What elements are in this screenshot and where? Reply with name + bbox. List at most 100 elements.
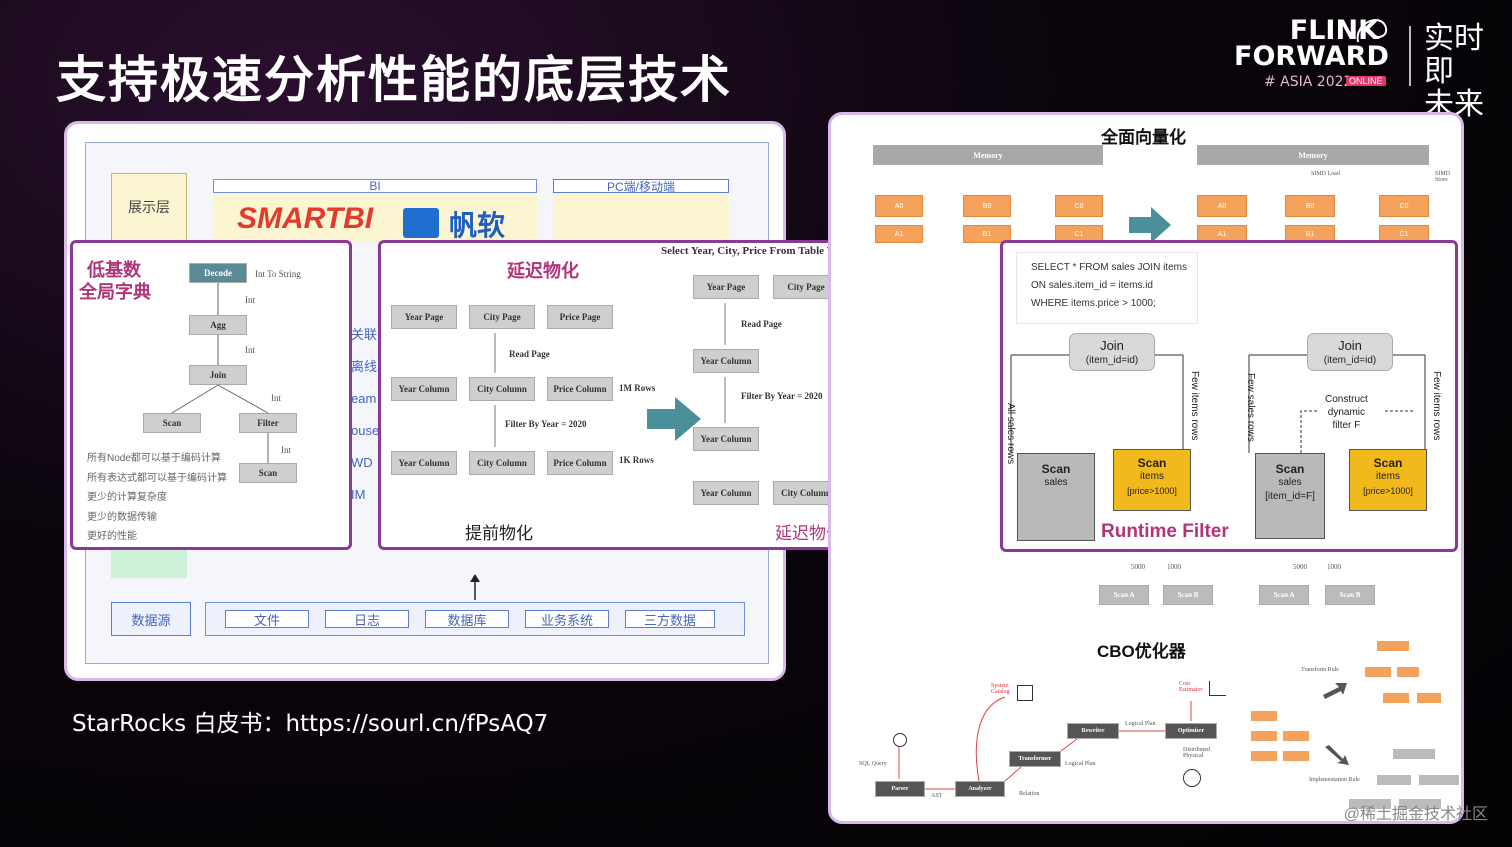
late-filter: Filter By Year = 2020: [741, 391, 823, 401]
datasource-label: 数据源: [111, 602, 191, 636]
join-label: Join: [1100, 338, 1124, 353]
cbo-optimizer: Optimizer: [1165, 723, 1217, 739]
sql-line: ON sales.item_id = items.id: [1031, 280, 1153, 291]
scan-items-right: Scan items [price>1000]: [1349, 449, 1427, 511]
scan-items: items: [1140, 471, 1164, 482]
early-year-col-2: Year Column: [391, 451, 457, 475]
up-arrow: [470, 574, 480, 600]
few-items-rows-right: Few items rows: [1431, 371, 1442, 441]
dict-bullet: 所有Node都可以基于编码计算: [87, 453, 221, 464]
early-price-col: Price Column: [547, 377, 613, 401]
price-cond: [price>1000]: [1363, 486, 1413, 496]
source-log: 日志: [325, 610, 409, 628]
filter-f-line: filter F: [1332, 420, 1361, 431]
logo-wordmark: FLINK FORWARD: [1234, 17, 1389, 72]
vector-arrow: [1129, 207, 1171, 243]
source-business: 业务系统: [525, 610, 609, 628]
sql-box: SELECT * FROM sales JOIN items ON sales.…: [1017, 253, 1197, 323]
scan-sales-left: Scan sales: [1017, 453, 1095, 541]
few-sales-rows: Few sales rows: [1245, 373, 1256, 442]
scan-items-left: Scan items [price>1000]: [1113, 449, 1191, 511]
scan-a-left: Scan A: [1099, 585, 1149, 605]
node-agg: Agg: [189, 315, 247, 335]
early-year-page: Year Page: [391, 305, 457, 329]
node-filter: Filter: [239, 413, 297, 433]
bi-header: BI: [213, 179, 537, 193]
display-layer-label: 展示层: [111, 173, 187, 241]
pc-mobile-area: [553, 194, 729, 242]
cbo-logical-plan-2: Logical Plan: [1125, 721, 1156, 727]
scan-label: Scan: [1373, 456, 1403, 470]
dict-bullet: 所有表达式都可以基于编码计算: [87, 472, 227, 484]
count-5000-a: 5000: [1131, 563, 1145, 571]
dict-bullets: 所有Node都可以基于编码计算 所有表达式都可以基于编码计算 更少的计算复杂度 …: [87, 449, 227, 547]
node-join: Join: [189, 365, 247, 385]
bi-logos-area: [213, 194, 537, 242]
early-rows-1m: 1M Rows: [619, 383, 656, 393]
cbo-flow: [898, 641, 1459, 809]
early-price-page: Price Page: [547, 305, 613, 329]
fanruan-logo: 帆软: [449, 210, 506, 241]
construct-line: Construct: [1325, 394, 1368, 405]
join-cond: (item_id=id): [1323, 355, 1377, 366]
cell-a0-left: A0: [875, 195, 923, 217]
side-label: ouse: [351, 423, 380, 438]
early-city-page: City Page: [469, 305, 535, 329]
footer-link-text: StarRocks 白皮书：https://sourl.cn/fPsAQ7: [72, 711, 549, 737]
memory-right: Memory: [1197, 145, 1429, 165]
dict-title-line1: 低基数: [87, 260, 141, 280]
cbo-ast: AST: [931, 793, 943, 799]
runtime-title: Runtime Filter: [1101, 521, 1229, 542]
early-city-col: City Column: [469, 377, 535, 401]
scan-sales: sales: [1278, 477, 1302, 488]
sql-line: WHERE items.price > 1000;: [1031, 298, 1156, 309]
scan-label: Scan: [1275, 462, 1305, 476]
vector-title: 全面向量化: [1101, 128, 1186, 147]
scan-b-right: Scan B: [1325, 585, 1375, 605]
runtime-filter-inset: SELECT * FROM sales JOIN items ON sales.…: [1000, 240, 1458, 552]
early-caption: 提前物化: [465, 524, 533, 543]
late-year-col-2: Year Column: [693, 427, 759, 451]
cbo-sql-query: SQL Query: [859, 761, 887, 767]
source-file: 文件: [225, 610, 309, 628]
scan-sales: sales: [1044, 477, 1068, 488]
late-read-page: Read Page: [741, 319, 782, 329]
node-scan-2: Scan: [239, 463, 297, 483]
count-1000-a: 1000: [1167, 563, 1181, 571]
scan-a-right: Scan A: [1259, 585, 1309, 605]
side-label: IM: [351, 487, 366, 502]
side-label: 关联: [351, 327, 378, 342]
few-items-rows-left: Few items rows: [1189, 371, 1200, 441]
early-year-col: Year Column: [391, 377, 457, 401]
watermark: @稀土掘金技术社区: [1343, 806, 1488, 823]
flink-forward-logo: FLINK FORWARD # ASIA 2022 ONLINE 实时即 未来: [1234, 17, 1494, 121]
edge-int: Int: [245, 295, 255, 305]
cell-c0-right: C0: [1379, 195, 1429, 217]
early-read-page: Read Page: [509, 349, 550, 359]
slide-title: 支持极速分析性能的底层技术: [56, 51, 732, 109]
cell-c0-left: C0: [1055, 195, 1103, 217]
side-labels: 关联 离线 eam ouse WD IM: [351, 319, 381, 511]
cbo-title: CBO优化器: [1097, 642, 1186, 661]
cbo-distributed: Distributed Physical: [1183, 747, 1210, 759]
scan-b-left: Scan B: [1163, 585, 1213, 605]
cbo-transformer: Transformer: [1009, 751, 1061, 767]
early-city-col-2: City Column: [469, 451, 535, 475]
chart-icon: [1209, 681, 1226, 696]
dict-title: 低基数 全局字典: [79, 259, 151, 303]
cell-a1-left: A1: [875, 225, 923, 243]
late-caption: 延迟物化: [775, 524, 843, 543]
logo-line2: FORWARD: [1234, 41, 1389, 72]
memory-left: Memory: [873, 145, 1103, 165]
early-filter: Filter By Year = 2020: [505, 419, 587, 429]
dict-bullet: 更少的数据传输: [87, 511, 157, 523]
late-title: 延迟物化: [507, 261, 579, 281]
runtime-flow: [1010, 354, 1426, 453]
cbo-transform-rule: Transform Rule: [1301, 667, 1339, 673]
cell-a0-right: A0: [1197, 195, 1247, 217]
edge-int: Int: [271, 393, 281, 403]
cbo-cost-estimator: Cost Estimator: [1179, 681, 1203, 693]
dict-tree-edges: [171, 283, 269, 463]
cell-b1-left: B1: [963, 225, 1011, 243]
scan-label: Scan: [1137, 456, 1167, 470]
